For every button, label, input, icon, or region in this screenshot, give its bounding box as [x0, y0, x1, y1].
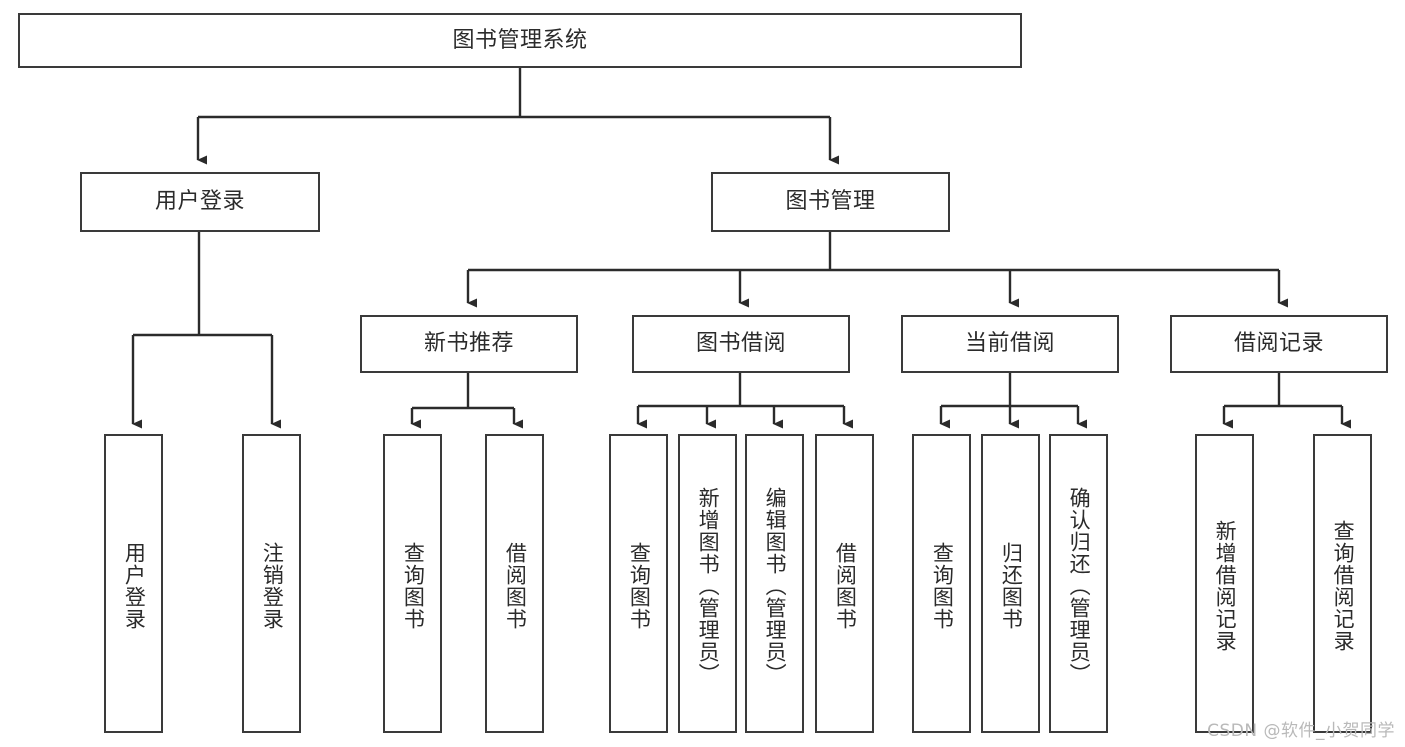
node-borrow-record[interactable]: 借阅记录 [1170, 315, 1388, 373]
node-current-borrow[interactable]: 当前借阅 [901, 315, 1119, 373]
edge-user-login-to-leaves [131, 232, 281, 429]
node-book-borrow[interactable]: 图书借阅 [632, 315, 850, 373]
edge-root-to-level1 [196, 68, 839, 165]
node-leaf-query-book-recommend[interactable]: 查询图书 [383, 434, 442, 733]
node-user-login[interactable]: 用户登录 [80, 172, 320, 232]
watermark: CSDN @软件_小贺同学 [1207, 721, 1395, 741]
node-leaf-user-login[interactable]: 用户登录 [104, 434, 163, 733]
node-new-book-recommend[interactable]: 新书推荐 [360, 315, 578, 373]
node-leaf-return-book[interactable]: 归还图书 [981, 434, 1040, 733]
node-leaf-logout-login[interactable]: 注销登录 [242, 434, 301, 733]
node-label: 编辑图书（管理员） [763, 486, 788, 685]
node-leaf-query-book-borrow[interactable]: 查询图书 [609, 434, 668, 733]
node-leaf-borrow-book[interactable]: 借阅图书 [815, 434, 874, 733]
node-label: 当前借阅 [964, 331, 1055, 357]
node-leaf-add-book-admin[interactable]: 新增图书（管理员） [678, 434, 737, 733]
node-label: 用户登录 [154, 189, 245, 215]
edge-borrow-record-to-leaves [1222, 373, 1351, 429]
node-label: 查询图书 [401, 541, 426, 630]
node-label: 借阅图书 [833, 541, 858, 630]
node-label: 图书管理系统 [452, 27, 588, 53]
node-label: 新书推荐 [423, 331, 514, 357]
node-label: 借阅图书 [503, 541, 528, 630]
node-label: 新增借阅记录 [1213, 519, 1238, 652]
node-leaf-edit-book-admin[interactable]: 编辑图书（管理员） [745, 434, 804, 733]
node-label: 用户登录 [122, 541, 147, 630]
node-book-management[interactable]: 图书管理 [711, 172, 950, 232]
edge-new-book-recommend-to-leaves [410, 373, 523, 429]
node-label: 新增图书（管理员） [696, 486, 721, 685]
node-label: 查询图书 [627, 541, 652, 630]
node-leaf-add-borrow-record[interactable]: 新增借阅记录 [1195, 434, 1254, 733]
edge-book-management-to-level2 [466, 232, 1288, 308]
node-label: 确认归还（管理员） [1067, 486, 1092, 685]
edge-current-borrow-to-leaves [939, 373, 1087, 429]
node-leaf-query-borrow-record[interactable]: 查询借阅记录 [1313, 434, 1372, 733]
node-label: 借阅记录 [1233, 331, 1324, 357]
node-label: 查询图书 [930, 541, 955, 630]
node-label: 注销登录 [260, 541, 285, 630]
node-leaf-confirm-return-admin[interactable]: 确认归还（管理员） [1049, 434, 1108, 733]
node-label: 图书借阅 [695, 331, 786, 357]
node-label: 图书管理 [785, 189, 876, 215]
edge-book-borrow-to-leaves [636, 373, 853, 429]
node-leaf-query-book-current[interactable]: 查询图书 [912, 434, 971, 733]
node-leaf-borrow-book-recommend[interactable]: 借阅图书 [485, 434, 544, 733]
node-label: 查询借阅记录 [1331, 519, 1356, 652]
node-label: 归还图书 [999, 541, 1024, 630]
node-root-book-management-system[interactable]: 图书管理系统 [18, 13, 1022, 68]
